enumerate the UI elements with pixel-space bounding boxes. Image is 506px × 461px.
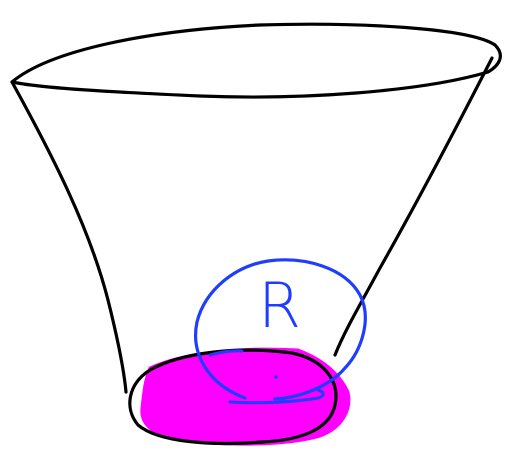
left-wall bbox=[12, 82, 126, 392]
radius-label: R bbox=[258, 269, 301, 342]
right-wall bbox=[335, 58, 492, 355]
lower-dot bbox=[281, 399, 284, 402]
center-dot bbox=[274, 375, 278, 379]
top-rim-ellipse bbox=[12, 24, 500, 97]
